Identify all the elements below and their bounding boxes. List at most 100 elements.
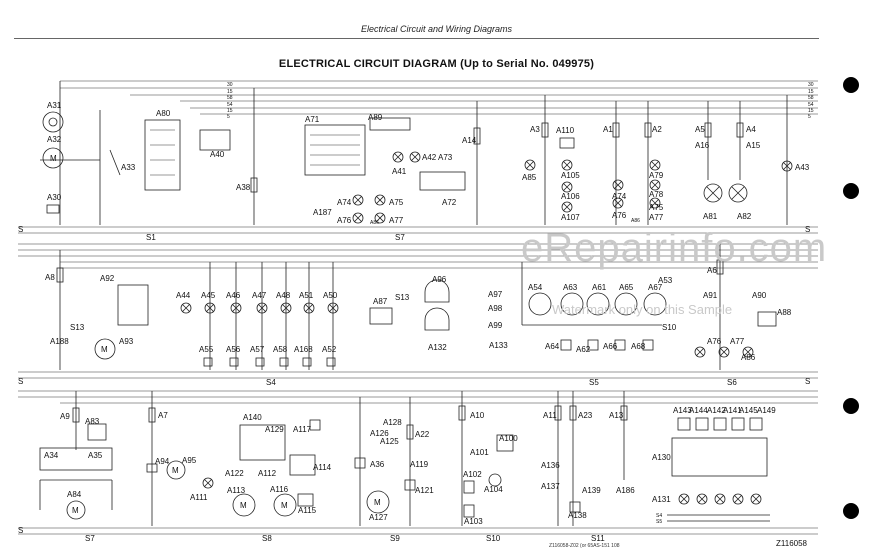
component-label: A51 xyxy=(299,291,314,300)
component-label: A57 xyxy=(250,345,265,354)
a95-motor xyxy=(166,460,186,480)
component-label: A5 xyxy=(695,125,705,134)
lamp-group-a81 xyxy=(703,160,793,203)
a116-motor xyxy=(273,493,297,517)
component-label: A79 xyxy=(649,171,664,180)
component-label: A14 xyxy=(462,136,477,145)
component-label: A64 xyxy=(545,342,560,351)
component-label: A76 xyxy=(707,337,722,346)
component-label: A91 xyxy=(703,291,718,300)
a71-switch-block xyxy=(304,124,366,176)
a36-relay xyxy=(354,457,366,469)
component-label: A62 xyxy=(576,345,591,354)
bus-label: 54 xyxy=(227,102,233,108)
a127-motor xyxy=(366,490,390,514)
switch-bank-a143 xyxy=(677,417,763,431)
component-label: A32 xyxy=(47,135,62,144)
component-label: A143 xyxy=(673,406,692,415)
component-label: A141 xyxy=(723,406,742,415)
component-label: A133 xyxy=(489,341,508,350)
a93-motor xyxy=(94,338,116,360)
a87-module xyxy=(369,307,393,325)
a80-switch-block xyxy=(144,119,181,191)
binder-hole-4 xyxy=(843,503,859,519)
watermark: eRepairinfo.com xyxy=(521,226,828,270)
a115-module xyxy=(297,493,314,507)
component-label: A34 xyxy=(44,451,59,460)
component-label: A33 xyxy=(121,163,136,172)
sender-row-a64 xyxy=(560,339,654,351)
component-label: A138 xyxy=(568,511,587,520)
bus-label: 5 xyxy=(808,114,811,120)
strip-label: S9 xyxy=(390,534,400,543)
component-label: A122 xyxy=(225,469,244,478)
component-label: A125 xyxy=(380,437,399,446)
component-label: A82 xyxy=(737,212,752,221)
a32-symbol xyxy=(42,147,64,169)
component-label: A105 xyxy=(561,171,580,180)
panel-1-bus-labels: 30 15 58 54 15 5 30 15 58 54 15 5 xyxy=(227,82,814,120)
a130-module xyxy=(671,437,768,477)
component-label: A4 xyxy=(746,125,756,134)
motor-glyph: M xyxy=(172,466,179,475)
component-label: A47 xyxy=(252,291,267,300)
component-label: A128 xyxy=(383,418,402,427)
component-label: A36 xyxy=(370,460,385,469)
component-label: A187 xyxy=(313,208,332,217)
bus-label: 54 xyxy=(808,102,814,108)
strip-label: S xyxy=(18,526,23,535)
component-label: A115 xyxy=(298,506,317,515)
component-label: A65 xyxy=(619,283,634,292)
component-label: A74 xyxy=(612,192,627,201)
component-label: A6 xyxy=(707,266,717,275)
component-label: A77 xyxy=(730,337,745,346)
panel-1: 30 15 58 54 15 5 30 15 58 54 15 5 S S1 S… xyxy=(18,80,818,242)
bus-label: 15 xyxy=(808,89,814,95)
component-label: A103 xyxy=(464,517,483,526)
component-label: A99 xyxy=(488,321,503,330)
watermark-subtitle: Watermark only on this Sample xyxy=(552,302,733,317)
a113-motor xyxy=(232,493,256,517)
component-label: A87 xyxy=(373,297,388,306)
component-label: A53 xyxy=(658,276,673,285)
component-label: A117 xyxy=(293,425,312,434)
component-label: A73 xyxy=(438,153,453,162)
component-label: A16 xyxy=(695,141,710,150)
component-label: A71 xyxy=(305,115,320,124)
component-label: A30 xyxy=(47,193,62,202)
component-label: A78 xyxy=(649,190,664,199)
component-label: A75 xyxy=(649,203,664,212)
header-rule xyxy=(14,38,819,39)
lamp-a111 xyxy=(202,477,214,489)
switch-row-a55 xyxy=(203,357,336,367)
component-label: A75 xyxy=(389,198,404,207)
component-label: A137 xyxy=(541,482,560,491)
component-label: A13 xyxy=(609,411,624,420)
component-label: A126 xyxy=(370,429,389,438)
a88-relay xyxy=(757,311,777,327)
figure-id: Z116058 xyxy=(776,539,807,548)
a121-valve xyxy=(404,479,416,491)
gauge-row-a54 xyxy=(528,292,667,316)
component-label: A129 xyxy=(265,425,284,434)
component-label: A54 xyxy=(528,283,543,292)
a104-symbol xyxy=(488,473,502,487)
component-label: A52 xyxy=(322,345,337,354)
component-label: A40 xyxy=(210,150,225,159)
component-label: A139 xyxy=(582,486,601,495)
component-label: A110 xyxy=(556,126,575,135)
component-label: A46 xyxy=(226,291,241,300)
motor-glyph: M xyxy=(374,498,381,507)
motor-glyph: M xyxy=(101,345,108,354)
component-label: A43 xyxy=(795,163,810,172)
component-label: A55 xyxy=(199,345,214,354)
strip-label: S5 xyxy=(589,378,599,387)
a94-relay xyxy=(146,463,158,473)
bus-label: 15 xyxy=(808,108,814,114)
a92-switch xyxy=(117,284,149,326)
a117-switch xyxy=(309,419,321,431)
panel-2: S S4 S5 S6 S A8 A92 S13 A188 M A93 xyxy=(18,243,818,387)
strip-label: S1 xyxy=(146,233,156,242)
a89-symbol xyxy=(369,117,411,131)
